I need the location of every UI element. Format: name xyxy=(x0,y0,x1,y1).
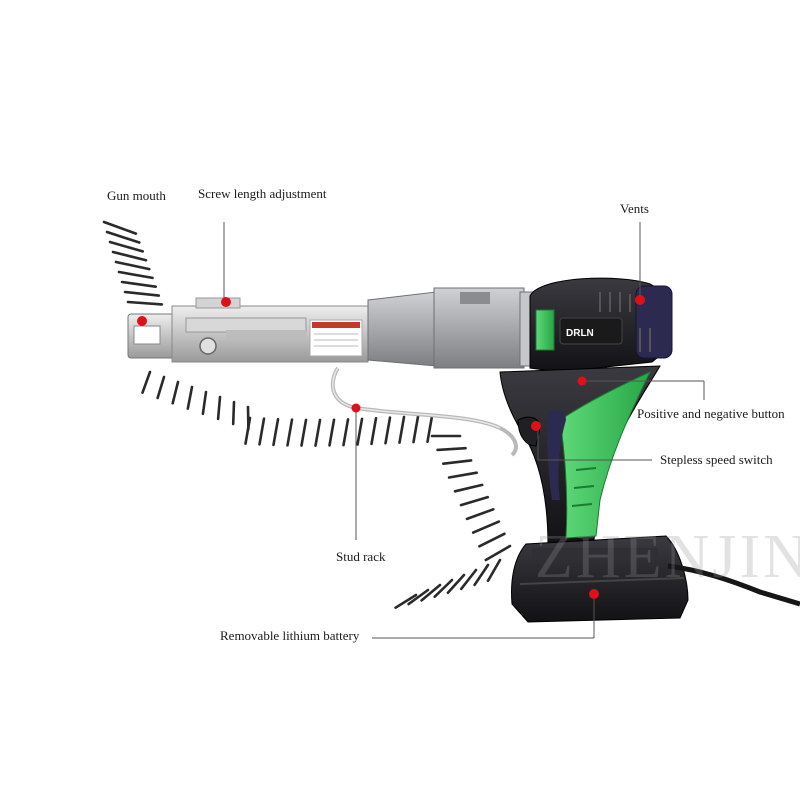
screw xyxy=(400,417,405,443)
brand-badge: DRLN xyxy=(566,328,594,339)
label-stud-rack: Stud rack xyxy=(336,549,385,565)
label-vents: Vents xyxy=(620,201,649,217)
screw xyxy=(461,497,488,505)
marker-speed-switch xyxy=(531,421,541,431)
gearbox xyxy=(368,288,536,368)
screw xyxy=(188,387,192,409)
marker-pos-neg xyxy=(578,377,587,386)
screw xyxy=(233,402,234,424)
screw xyxy=(475,565,488,585)
screw xyxy=(414,416,419,442)
handle xyxy=(500,366,660,546)
screw xyxy=(344,419,349,445)
label-gun-mouth: Gun mouth xyxy=(107,188,166,204)
screw xyxy=(372,418,377,444)
screw xyxy=(455,485,482,491)
screw xyxy=(386,418,391,444)
label-battery: Removable lithium battery xyxy=(220,628,359,644)
screw xyxy=(113,252,146,260)
screw xyxy=(330,420,335,446)
screw xyxy=(128,302,162,304)
motor-housing xyxy=(530,278,672,372)
label-stepless-switch: Stepless speed switch xyxy=(660,452,773,468)
watermark: ZHENJING xyxy=(535,522,800,593)
screw xyxy=(358,419,363,445)
screw xyxy=(302,420,307,446)
screw xyxy=(438,448,466,450)
screw xyxy=(119,272,153,278)
screw xyxy=(428,416,433,442)
label-screw-length: Screw length adjustment xyxy=(198,186,327,202)
marker-screw-length xyxy=(221,297,231,307)
screw xyxy=(479,534,504,547)
screw xyxy=(125,292,159,296)
screw-strip xyxy=(104,222,510,608)
screw xyxy=(288,420,293,446)
stud-rack-wire xyxy=(333,368,516,455)
screw xyxy=(486,546,510,560)
marker-vents xyxy=(635,295,645,305)
screw xyxy=(316,420,321,446)
screw xyxy=(443,460,471,463)
screw xyxy=(110,242,143,251)
screw xyxy=(203,392,206,414)
screw xyxy=(218,397,220,419)
marker-stud-rack xyxy=(352,404,361,413)
screw xyxy=(473,522,499,533)
screw xyxy=(158,377,164,398)
screw xyxy=(467,509,493,519)
screw xyxy=(461,570,476,589)
screw xyxy=(449,473,477,478)
screw xyxy=(122,282,156,287)
screw xyxy=(260,419,265,445)
screw xyxy=(143,372,151,393)
screw xyxy=(488,560,500,581)
label-pos-neg-button: Positive and negative button xyxy=(637,406,785,422)
marker-gun-mouth xyxy=(137,316,147,326)
screw xyxy=(274,419,279,445)
attachment-nose xyxy=(128,298,368,362)
screw xyxy=(116,262,149,269)
screw xyxy=(173,382,178,403)
